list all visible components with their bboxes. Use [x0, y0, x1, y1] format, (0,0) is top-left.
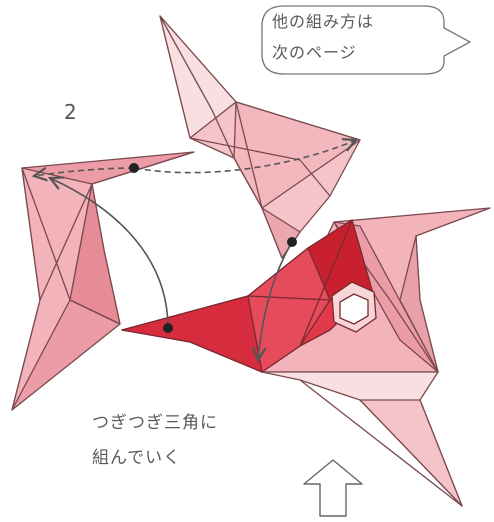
origami-unit-bottom	[261, 371, 463, 507]
arrow-left-to-top	[134, 140, 356, 174]
origami-unit-left	[11, 151, 195, 411]
hexagon-opening	[331, 281, 377, 333]
origami-unit-red	[121, 219, 373, 373]
next-page-arrow-callout-icon	[261, 5, 472, 75]
origami-unit-top	[159, 15, 361, 259]
callout-text-line1: 他の組み方は	[272, 12, 375, 31]
arrow-top-to-red	[258, 241, 293, 360]
connection-dot-icon	[163, 323, 173, 333]
arrow-red-to-left	[50, 178, 169, 329]
callout-text-line2: 次のページ	[272, 43, 357, 62]
step-number: 2	[64, 100, 78, 124]
connection-dot-icon	[287, 237, 297, 247]
caption-line2: 組んでいく	[92, 448, 182, 468]
hollow-up-arrow-icon	[303, 459, 363, 517]
movement-arrows	[34, 140, 356, 360]
arrow-top-to-left	[34, 168, 135, 176]
connection-dot-icon	[129, 163, 139, 173]
caption-line1: つぎつぎ三角に	[92, 413, 218, 433]
